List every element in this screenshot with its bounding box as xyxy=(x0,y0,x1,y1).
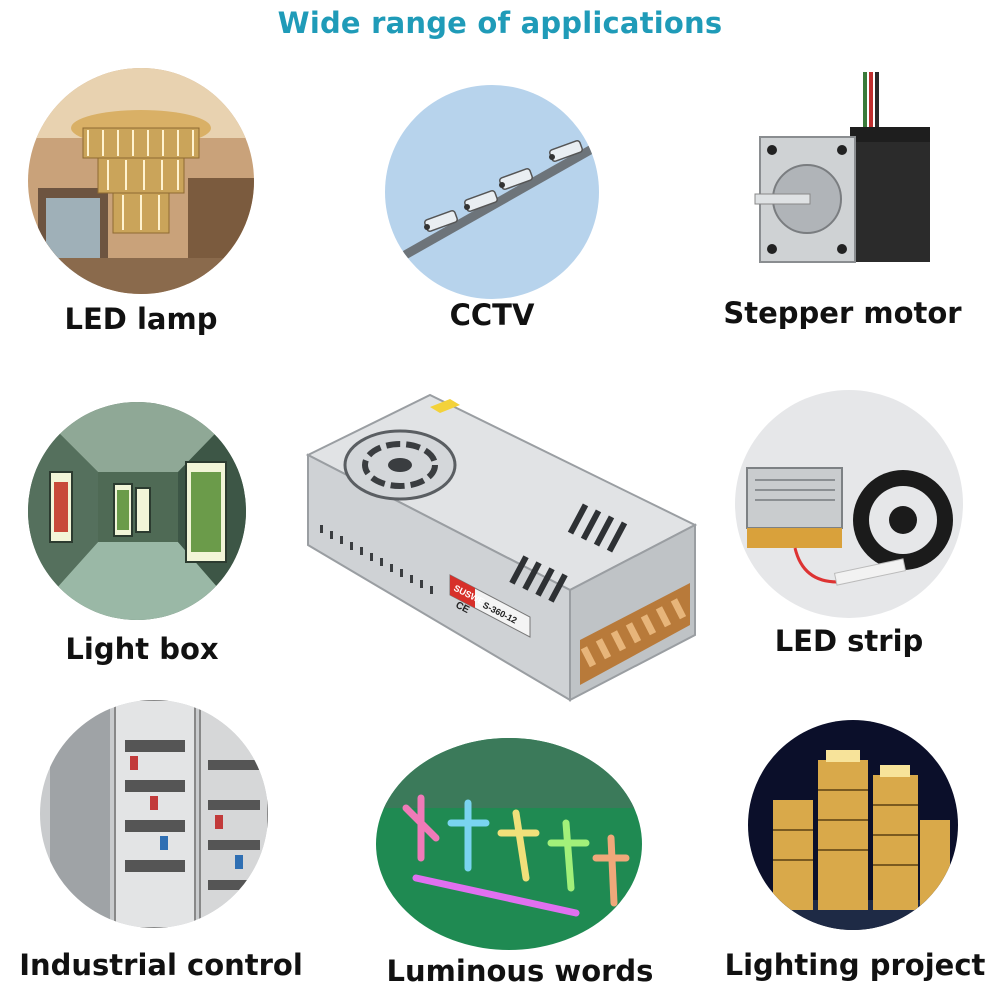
app-label-lighting-project: Lighting project xyxy=(724,948,986,982)
led-sign-letters-photo xyxy=(376,738,642,950)
page-title: Wide range of applications xyxy=(277,6,723,40)
led-strip-reel-photo xyxy=(735,390,963,618)
stepper-motor-photo xyxy=(735,62,955,282)
app-label-luminous-words: Luminous words xyxy=(386,954,654,988)
app-label-light-box: Light box xyxy=(65,632,219,666)
app-label-stepper-motor: Stepper motor xyxy=(723,296,962,330)
app-label-led-strip: LED strip xyxy=(774,624,924,658)
app-label-led-lamp: LED lamp xyxy=(64,302,218,336)
security-cameras-photo xyxy=(385,85,599,299)
power-supply-unit-photo: SUSWE S-360-12 CE xyxy=(300,385,700,705)
lit-buildings-night-photo xyxy=(748,720,958,930)
chandelier-photo xyxy=(28,68,254,294)
app-label-cctv: CCTV xyxy=(449,298,535,332)
light-box-corridor-photo xyxy=(28,402,246,620)
app-label-industrial-control: Industrial control xyxy=(19,948,303,982)
control-cabinet-photo xyxy=(40,700,268,928)
